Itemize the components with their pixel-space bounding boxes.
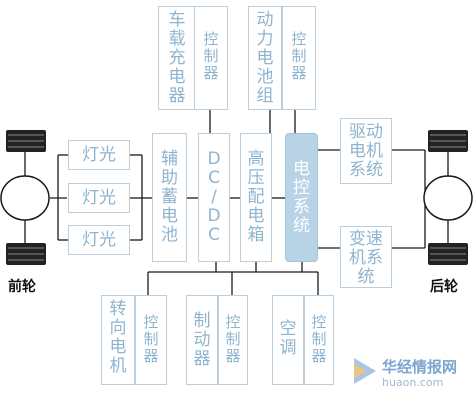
light-label-3: 灯光 <box>82 230 116 250</box>
light-label-2: 灯光 <box>82 188 116 208</box>
aux-battery-box: 辅 助 蓄 电 池 <box>152 133 187 262</box>
onboard-charger-label: 车 载 充 电 器 <box>168 10 186 106</box>
hv-distribution-box: 高 压 配 电 箱 <box>240 133 272 262</box>
steering-controller-box: 控 制 器 <box>135 295 167 385</box>
front-differential-icon <box>0 175 50 221</box>
transmission-system-box: 变速 机系 统 <box>340 226 392 288</box>
hv-distribution-label: 高 压 配 电 箱 <box>247 149 265 245</box>
drive-motor-system-label: 驱动 电机 系统 <box>349 122 383 180</box>
power-battery-label: 动 力 电 池 组 <box>256 10 274 106</box>
battery-controller-label: 控 制 器 <box>291 30 307 82</box>
dcdc-label: D C / D C <box>207 149 221 245</box>
brake-box: 制 动 器 <box>186 295 218 385</box>
ac-controller-label: 控 制 器 <box>311 313 327 365</box>
charger-controller-label: 控 制 器 <box>203 30 219 82</box>
front-wheels <box>0 130 50 265</box>
drive-motor-system-box: 驱动 电机 系统 <box>340 118 392 184</box>
light-box-3: 灯光 <box>68 225 130 255</box>
steering-motor-label: 转 向 电 机 <box>109 299 127 376</box>
ac-controller-box: 控 制 器 <box>304 295 334 385</box>
transmission-system-label: 变速 机系 统 <box>349 229 383 287</box>
light-label-1: 灯光 <box>82 145 116 165</box>
light-box-1: 灯光 <box>68 140 130 170</box>
rear-wheels <box>423 130 473 265</box>
power-battery-box: 动 力 电 池 组 <box>248 6 282 110</box>
front-wheel-label: 前轮 <box>8 279 36 295</box>
steering-motor-box: 转 向 电 机 <box>101 295 135 385</box>
watermark: 华经情报网 huaon.com <box>352 352 472 396</box>
brake-label: 制 动 器 <box>193 311 211 369</box>
watermark-name: 华经情报网 <box>382 358 458 376</box>
rear-wheel-label: 后轮 <box>430 279 458 295</box>
watermark-logo-icon <box>354 358 376 384</box>
steering-controller-label: 控 制 器 <box>143 313 159 365</box>
watermark-url: huaon.com <box>382 376 444 389</box>
dcdc-box: D C / D C <box>198 133 230 262</box>
brake-controller-label: 控 制 器 <box>225 313 241 365</box>
brake-controller-box: 控 制 器 <box>218 295 248 385</box>
light-box-2: 灯光 <box>68 183 130 213</box>
rear-differential-icon <box>423 175 473 221</box>
onboard-charger-box: 车 载 充 电 器 <box>158 6 196 110</box>
air-conditioning-label: 空 调 <box>279 319 297 358</box>
electronic-control-system-label: 电 控 系 统 <box>293 159 310 236</box>
air-conditioning-box: 空 调 <box>272 295 304 385</box>
electronic-control-system-box: 电 控 系 统 <box>285 133 318 262</box>
aux-battery-label: 辅 助 蓄 电 池 <box>161 149 178 245</box>
battery-controller-box: 控 制 器 <box>282 6 316 110</box>
charger-controller-box: 控 制 器 <box>194 6 228 110</box>
